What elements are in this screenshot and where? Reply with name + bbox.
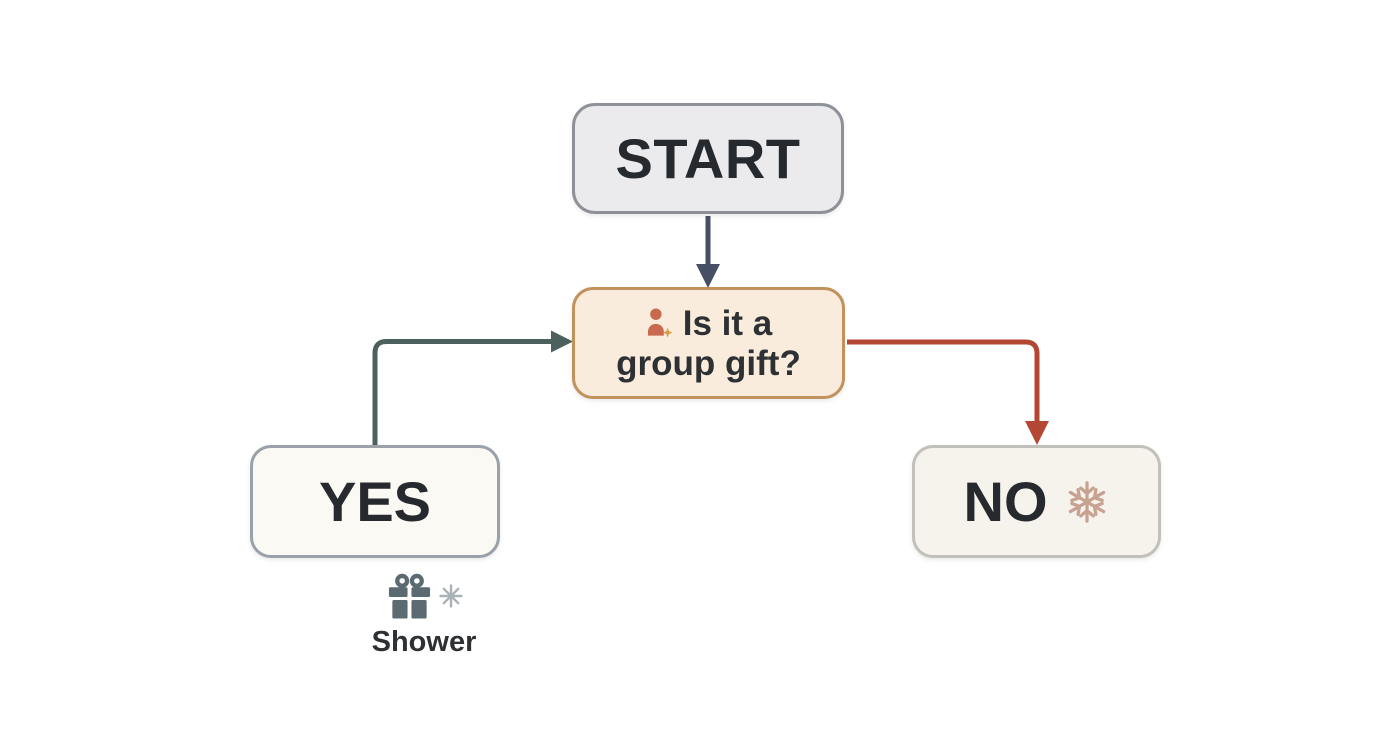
edge-yes-to-question-arrowhead	[551, 330, 573, 353]
node-no-label: NO	[963, 470, 1048, 533]
node-yes: YES	[250, 445, 500, 558]
node-yes-label: YES	[318, 470, 432, 533]
person-sparkle-star	[662, 327, 673, 338]
snowflake-icon	[1068, 480, 1105, 523]
node-question: Is it a group gift?	[572, 287, 845, 399]
question-line1: Is it a	[645, 304, 772, 343]
outcome-icons	[386, 572, 463, 624]
question-label-line2: group gift?	[616, 343, 801, 383]
edge-start-to-question-arrowhead	[696, 264, 720, 288]
question-label-line1: Is it a	[682, 303, 773, 343]
edge-yes-to-question	[372, 339, 552, 446]
outcome-shower: Shower	[349, 572, 499, 659]
sparkle-icon	[438, 584, 463, 608]
node-start-label: START	[615, 127, 801, 190]
outcome-label: Shower	[371, 626, 477, 658]
edge-question-to-no	[847, 339, 1040, 423]
person-sparkle-icon	[647, 308, 673, 338]
question-line2: group gift?	[616, 344, 801, 383]
node-no: NO	[912, 445, 1161, 558]
gift-icon	[388, 573, 430, 619]
node-start: START	[572, 103, 844, 214]
edge-question-to-no-arrowhead	[1025, 421, 1049, 445]
